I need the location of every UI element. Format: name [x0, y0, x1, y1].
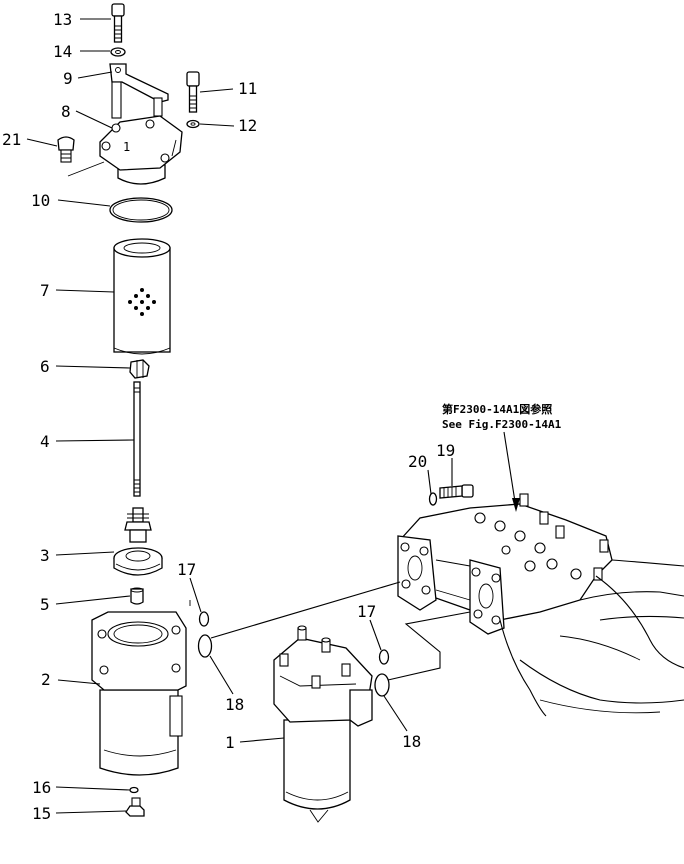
callout-9: 9: [63, 69, 73, 88]
callout-17-left: 17: [177, 560, 196, 579]
callout-8: 8: [61, 102, 71, 121]
callout-11: 11: [238, 79, 257, 98]
part-12-washer: [186, 119, 200, 129]
connection-lines: [189, 581, 471, 681]
callout-19: 19: [436, 441, 455, 460]
reference-note-en: See Fig.F2300-14A1: [442, 418, 562, 431]
callout-10: 10: [31, 191, 50, 210]
callout-20: 20: [408, 452, 427, 471]
reference-note-jp: 第F2300-14A1図参照: [442, 402, 552, 416]
part-4-center-rod: [133, 381, 141, 497]
callout-2: 2: [41, 670, 51, 689]
callout-18-right: 18: [402, 732, 421, 751]
callout-15: 15: [32, 804, 51, 823]
part-1-filter-assembly: [273, 625, 373, 823]
part-10-o-ring: [109, 197, 173, 223]
callout-18-left: 18: [225, 695, 244, 714]
mounting-manifold: [397, 493, 613, 635]
callout-16: 16: [32, 778, 51, 797]
part-7-filter-element: [113, 238, 171, 355]
part-17-o-ring-right: [378, 649, 390, 665]
part-18-seal-right: [374, 673, 390, 697]
callout-17-right: 17: [357, 602, 376, 621]
part-3-valve: [113, 507, 163, 576]
part-19-bolt: [439, 484, 474, 499]
part-15-drain-plug: [125, 797, 145, 817]
part-17-o-ring-left: [198, 611, 210, 627]
part-9-bracket: [109, 63, 169, 119]
part-13-bolt: [111, 3, 125, 43]
callout-4: 4: [40, 432, 50, 451]
callout-3: 3: [40, 546, 50, 565]
part-8-cover: 1: [67, 115, 183, 185]
part-18-seal-left: [197, 634, 213, 658]
callout-21: 21: [2, 130, 21, 149]
part-6-nut: [129, 359, 150, 379]
cover-mark: 1: [123, 140, 130, 154]
part-5-plug: [130, 587, 144, 605]
callout-5: 5: [40, 595, 50, 614]
transmission-outline: [499, 559, 684, 717]
callout-labels: 13 14 9 11 8 12 21 10 7 6 4 20 19 3 17 5…: [2, 10, 455, 823]
part-2-housing: [91, 611, 187, 776]
reference-note: 第F2300-14A1図参照 See Fig.F2300-14A1: [442, 402, 562, 431]
part-16-o-ring: [129, 786, 139, 794]
part-14-washer: [110, 47, 126, 57]
callout-12: 12: [238, 116, 257, 135]
leader-lines: [26, 18, 453, 814]
part-11-bolt: [186, 71, 200, 113]
callout-13: 13: [53, 10, 72, 29]
callout-6: 6: [40, 357, 50, 376]
reference-arrow: [503, 431, 520, 512]
part-20-washer: [428, 492, 438, 506]
callout-7: 7: [40, 281, 50, 300]
callout-1: 1: [225, 733, 235, 752]
callout-14: 14: [53, 42, 72, 61]
part-21-plug: [57, 136, 75, 163]
